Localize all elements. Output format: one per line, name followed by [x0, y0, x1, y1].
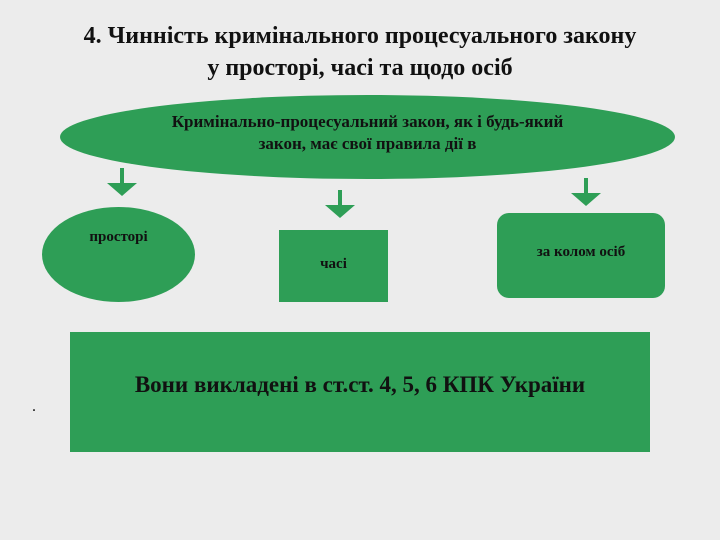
slide-title-line-1: 4. Чинність кримінального процесуального…	[83, 23, 637, 49]
node-space: просторі	[42, 207, 195, 302]
node-time-label: часі	[320, 256, 347, 272]
main-ellipse-text: Кримінально-процесуальний закон, як і бу…	[171, 112, 564, 153]
node-persons-label: за колом осіб	[536, 244, 626, 260]
conclusion-box: Вони викладені в ст.ст. 4, 5, 6 КПК Укра…	[70, 332, 650, 452]
bullet-point: .	[32, 398, 36, 415]
conclusion-text: Вони викладені в ст.ст. 4, 5, 6 КПК Укра…	[134, 372, 586, 397]
slide-title-line-2: у просторі, часі та щодо осіб	[207, 55, 513, 81]
arrow-to-persons	[566, 178, 606, 208]
node-persons: за колом осіб	[497, 213, 665, 298]
arrow-to-time	[320, 190, 360, 220]
node-time: часі	[279, 230, 388, 302]
arrow-to-space	[102, 168, 142, 198]
node-space-label: просторі	[89, 229, 148, 245]
slide-title: 4. Чинність кримінального процесуального…	[0, 20, 720, 84]
main-ellipse: Кримінально-процесуальний закон, як і бу…	[60, 95, 675, 179]
